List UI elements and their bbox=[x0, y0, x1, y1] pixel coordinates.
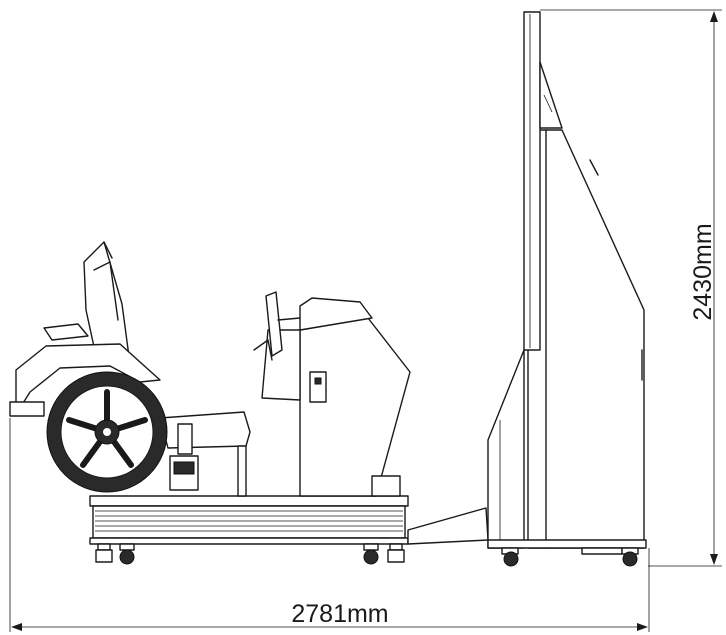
width-label: 2781mm bbox=[291, 600, 388, 628]
width-arrow-right bbox=[637, 623, 648, 631]
height-dimension: 2430mm bbox=[540, 9, 722, 567]
cabinet-front-panel bbox=[487, 349, 525, 549]
console-top bbox=[299, 297, 373, 331]
console-body bbox=[299, 317, 411, 497]
platform-top-plate bbox=[89, 495, 409, 507]
cabinet-monitor-bezel bbox=[539, 61, 563, 129]
caster-wheel-2 bbox=[363, 549, 379, 565]
height-arrow-top bbox=[710, 11, 718, 22]
coin-door bbox=[309, 371, 327, 403]
caster-wheel-1 bbox=[119, 549, 135, 565]
cabinet-casters bbox=[501, 547, 639, 567]
height-label: 2430mm bbox=[689, 223, 717, 320]
seat-pan bbox=[159, 411, 251, 449]
caster-left-foot bbox=[95, 549, 113, 563]
cabinet-caster-wheel-rear bbox=[622, 551, 638, 567]
platform-casters bbox=[95, 543, 405, 565]
seat-armrest bbox=[43, 323, 89, 341]
platform-bottom-plate bbox=[89, 537, 409, 545]
shifter-post bbox=[177, 423, 193, 455]
cabinet-caster-wheel-front bbox=[503, 551, 519, 567]
connecting-ramp bbox=[407, 507, 489, 545]
cabinet-base-plinth bbox=[487, 539, 647, 549]
width-arrow-left bbox=[11, 623, 22, 631]
cabinet-screen-column bbox=[523, 11, 541, 351]
screen-cabinet bbox=[487, 11, 647, 555]
caster-right-foot bbox=[387, 549, 405, 563]
width-dimension: 2781mm bbox=[9, 418, 650, 632]
steering-console bbox=[253, 291, 411, 497]
racing-seat bbox=[9, 241, 251, 497]
decorative-tire bbox=[46, 371, 168, 493]
pedal-box bbox=[371, 475, 401, 497]
height-arrow-bottom bbox=[710, 554, 718, 565]
base-platform bbox=[89, 495, 409, 545]
fender-lower bbox=[9, 401, 45, 417]
steering-wheel bbox=[265, 291, 283, 357]
